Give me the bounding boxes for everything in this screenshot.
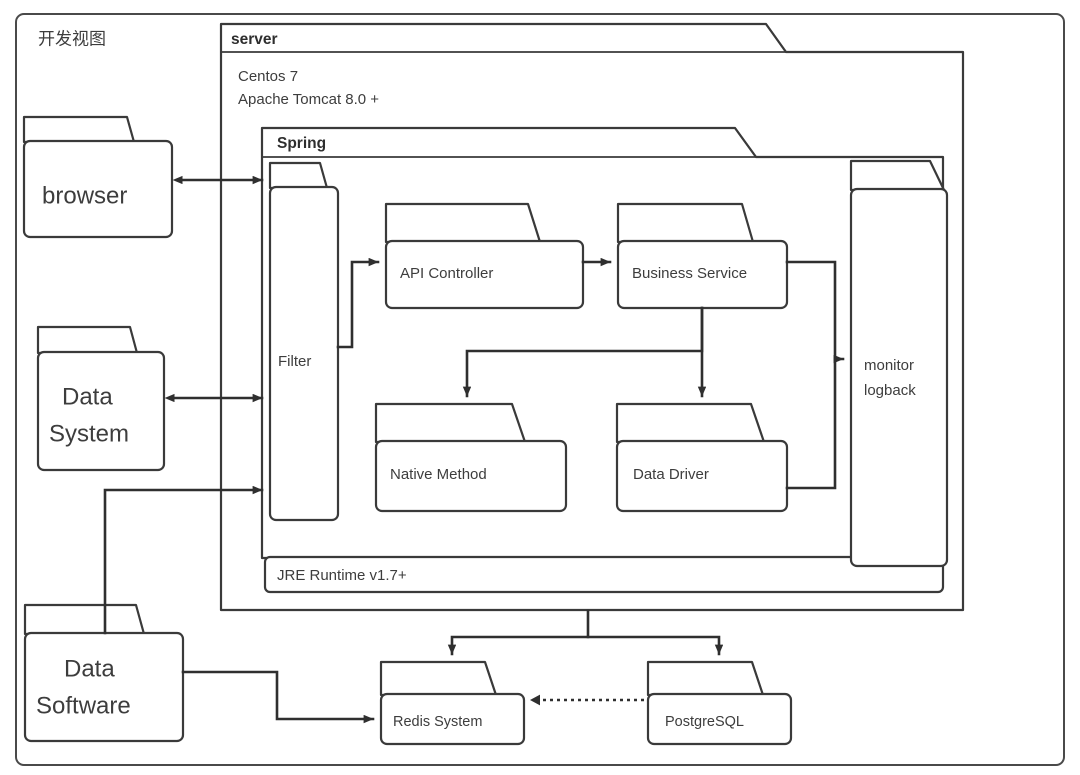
data-system-node-label-line2: System: [49, 420, 129, 447]
monitor-node-label-line1: monitor: [864, 357, 914, 374]
edge-datasoftware-redis: [181, 670, 375, 724]
filter-node-body[interactable]: [268, 185, 340, 522]
edge-datadriver-monitor: [785, 357, 837, 490]
data-system-node-tab[interactable]: [36, 325, 139, 355]
edge-server-postgresql: [586, 635, 724, 656]
edge-server-redis: [447, 609, 590, 656]
data-driver-node-body[interactable]: [615, 439, 789, 513]
monitor-node-tab[interactable]: [849, 159, 946, 192]
spring-package-body: [260, 126, 945, 560]
data-system-node-label-line1: Data: [62, 383, 113, 410]
native-method-node-tab[interactable]: [374, 402, 527, 444]
native-method-node-label: Native Method: [390, 466, 487, 483]
filter-node-label: Filter: [278, 353, 311, 370]
data-software-node-tab[interactable]: [23, 603, 146, 636]
filter-node-tab[interactable]: [268, 161, 329, 190]
server-package-tab: [220, 23, 787, 53]
browser-node-label: browser: [42, 182, 127, 209]
data-driver-node-label: Data Driver: [633, 466, 709, 483]
business-service-node-label: Business Service: [632, 265, 747, 282]
data-software-node-body[interactable]: [23, 631, 185, 743]
data-software-node-label-line2: Software: [36, 692, 131, 719]
browser-node-tab[interactable]: [22, 115, 136, 144]
data-system-node-body[interactable]: [36, 350, 166, 472]
native-method-node-body[interactable]: [374, 439, 568, 513]
edge-businessservice-monitor: [785, 260, 845, 364]
data-driver-node-tab[interactable]: [615, 402, 766, 444]
redis-node-body[interactable]: [379, 692, 526, 746]
redis-node-label: Redis System: [393, 714, 482, 730]
monitor-node-label-line2: logback: [864, 382, 916, 399]
postgresql-node-tab[interactable]: [646, 660, 765, 697]
edge-postgresql-redis-arrowhead: [530, 694, 540, 706]
monitor-node-body[interactable]: [849, 187, 949, 568]
postgresql-node-label: PostgreSQL: [665, 714, 744, 730]
jre-runtime-label: JRE Runtime v1.7+: [277, 567, 407, 584]
data-software-node-label-line1: Data: [64, 655, 115, 682]
business-service-node-tab[interactable]: [616, 202, 755, 244]
spring-package-tab: [261, 127, 757, 158]
api-controller-node-body[interactable]: [384, 239, 585, 310]
postgresql-node-body[interactable]: [646, 692, 793, 746]
edge-filter-apicontroller: [336, 257, 380, 349]
outer-frame: [15, 13, 1065, 766]
api-controller-node-label: API Controller: [400, 265, 493, 282]
server-os-line: Centos 7: [238, 68, 298, 85]
server-tomcat-line: Apache Tomcat 8.0 +: [238, 91, 379, 108]
server-package-label: server: [231, 31, 278, 48]
browser-node-body[interactable]: [22, 139, 174, 239]
jre-runtime-box: [263, 555, 945, 594]
redis-node-tab[interactable]: [379, 660, 498, 697]
edge-datasoftware-filter: [103, 485, 264, 635]
api-controller-node-tab[interactable]: [384, 202, 542, 244]
diagram-title: 开发视图: [38, 29, 106, 48]
spring-package-label: Spring: [277, 135, 326, 152]
